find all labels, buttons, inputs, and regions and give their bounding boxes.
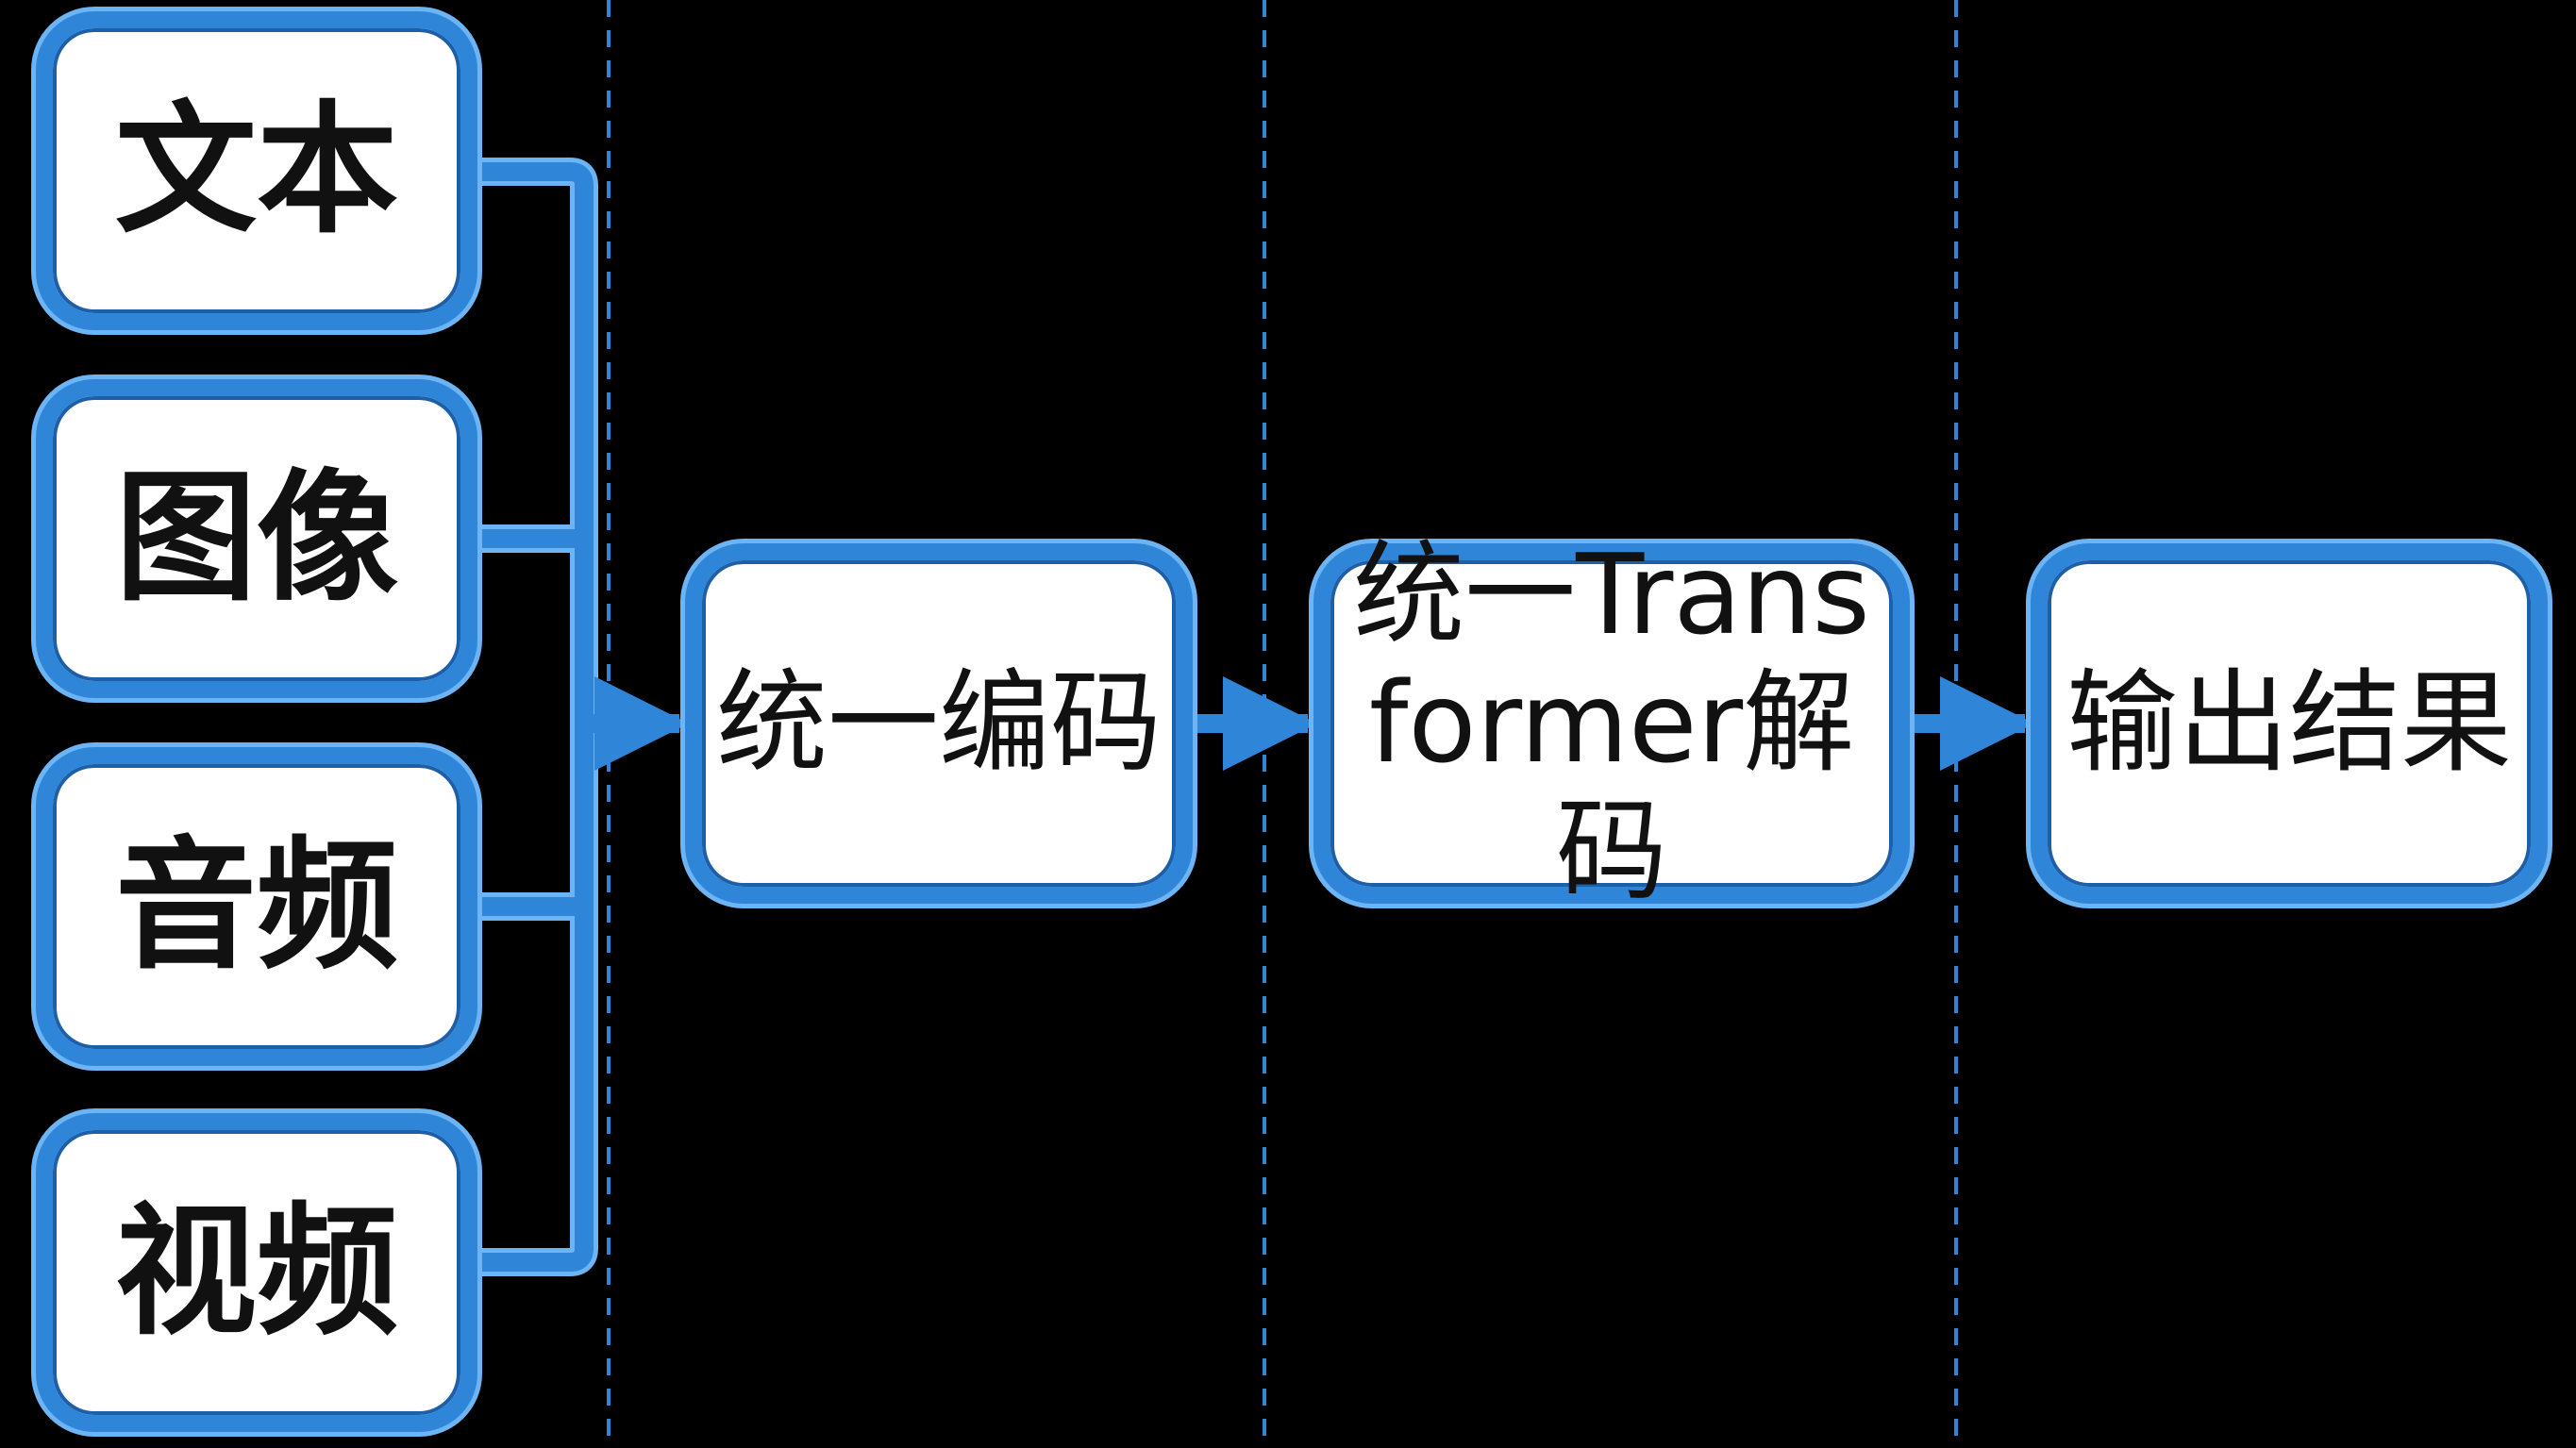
stage-node-encode: 统一编码 [685, 543, 1193, 904]
input-node-image-label: 图像 [114, 456, 398, 621]
stage-node-output: 输出结果 [2031, 543, 2548, 904]
stage-node-output-label: 输出结果 [2066, 657, 2512, 789]
input-node-text: 文本 [36, 11, 477, 330]
input-node-video-label: 视频 [114, 1190, 398, 1355]
stage-node-decode: 统一Trans former解码 [1313, 531, 1910, 915]
input-bus-outline [463, 158, 598, 1276]
stage-node-encode-label: 统一编码 [715, 657, 1162, 789]
input-bus-core [468, 162, 594, 1272]
stage-node-decode-label: 统一Trans former解码 [1353, 529, 1870, 916]
input-node-audio-label: 音频 [114, 824, 398, 989]
input-node-text-label: 文本 [114, 88, 398, 253]
input-node-video: 视频 [36, 1113, 477, 1432]
input-bus [463, 158, 598, 1276]
input-node-image: 图像 [36, 379, 477, 698]
input-node-audio: 音频 [36, 747, 477, 1066]
